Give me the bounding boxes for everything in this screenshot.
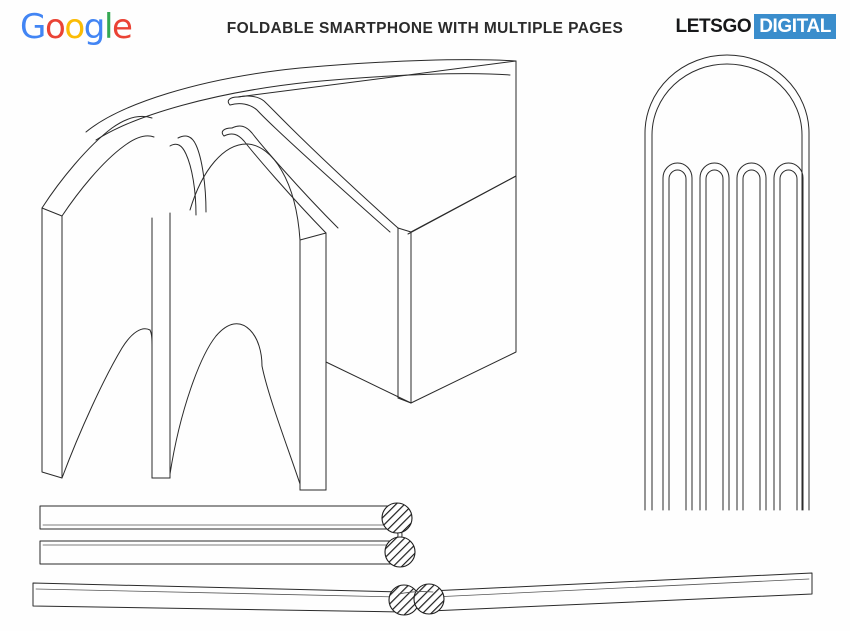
stack-fold-1-inner [668, 169, 687, 511]
leaf-4-upper-edge [237, 95, 399, 229]
closed-fold-loop-inner [388, 528, 399, 542]
closed-hinge-circle-top [381, 502, 413, 534]
logo-letter-g1: G [20, 7, 46, 47]
leaf-2-upper-edge [177, 135, 207, 213]
open-continuous-display-line [398, 591, 434, 595]
logo-letter-g2: g [83, 7, 106, 47]
google-logo: Google [20, 7, 133, 47]
letsgo-digital-logo[interactable]: LETSGO DIGITAL [675, 14, 836, 39]
open-hinge-circle-right [413, 583, 445, 615]
page-1-face [47, 115, 151, 479]
figure-side-view-closed [39, 502, 416, 568]
brand-letsgo-text: LETSGO [675, 15, 752, 37]
right-leaf-face [235, 57, 521, 405]
open-right-display-layer [432, 578, 810, 598]
leaf-1-outline [41, 207, 63, 479]
closed-upper-panel [39, 505, 393, 530]
stack-fold-1-outer [662, 162, 693, 511]
page-5-front-face [407, 60, 518, 403]
front-panel-3-outline [299, 232, 327, 491]
leaf-5-body [410, 60, 517, 404]
leaf-5-thickness-top [397, 227, 412, 233]
page-right-outline-lower [227, 63, 499, 104]
leaf-5-thickness-bottom [397, 397, 412, 404]
fold-arc-left-small [61, 328, 151, 479]
page-1-thickness [47, 207, 63, 479]
back-edge-diagonal [325, 361, 412, 404]
page-header: Google FOLDABLE SMARTPHONE WITH MULTIPLE… [0, 0, 850, 54]
logo-letter-l: l [103, 7, 113, 47]
brand-digital-text: DIGITAL [754, 14, 836, 39]
leaf-3-upper-edge [231, 125, 339, 229]
page-4-face [227, 99, 401, 405]
fold-arc-right [189, 143, 301, 241]
open-hinge-circle-left [388, 584, 420, 616]
leaf-1-top-fold-inner [61, 135, 155, 217]
leaf-5-outline [237, 60, 517, 235]
page-title: FOLDABLE SMARTPHONE WITH MULTIPLE PAGES [226, 20, 624, 37]
leaf-3-lower-edge [223, 133, 327, 234]
stack-outer-inner-wall [651, 63, 803, 511]
stack-fold-4-inner [779, 169, 798, 511]
page-right-outline [235, 57, 506, 97]
figure-cross-section-stack [644, 54, 810, 511]
stack-fold-3-outer [736, 162, 767, 511]
open-left-display-layer [35, 588, 400, 598]
leaf-4-tip-curve [227, 96, 239, 106]
open-right-slab [429, 572, 813, 612]
fold-arc-center [169, 323, 263, 475]
figure-main-open-book [18, 50, 538, 500]
page-3-face [159, 99, 301, 491]
figure-main-linework [41, 59, 517, 491]
center-panel-outline [151, 212, 171, 479]
page-4-thickness [399, 229, 412, 409]
fold-arc-center-right [261, 365, 301, 485]
leaf-2-lower-edge [169, 143, 197, 216]
stack-fold-2-outer [699, 162, 730, 511]
logo-letter-o1: o [44, 7, 66, 47]
spine-top-sweep-outer [85, 59, 517, 133]
stack-outer-outline [644, 54, 810, 511]
right-leaf-thickness [504, 57, 521, 353]
closed-lower-panel [39, 540, 393, 565]
figure-main-cleanup [18, 50, 538, 500]
leaf-1-top-fold [41, 115, 153, 209]
stack-fold-4-outer [773, 162, 804, 511]
page-5-top-edge [395, 57, 518, 235]
logo-letter-o2: o [64, 7, 85, 47]
figure-side-view-open [32, 572, 813, 616]
leaf-3-tip-curve [221, 127, 233, 137]
book-geometry [47, 57, 521, 491]
logo-letter-e: e [112, 7, 133, 47]
closed-hinge-circle-bottom [384, 536, 416, 568]
open-left-slab [32, 582, 403, 613]
right-leaf-bottom-edge [407, 351, 521, 405]
fold-arc-left-small-cap [149, 329, 153, 349]
leaf-4-lower-edge [229, 103, 391, 233]
stack-fold-3-inner [742, 169, 761, 511]
page-2-face [147, 117, 159, 479]
front-panel-3-thickness [299, 232, 327, 241]
closed-fold-loop-outer [388, 524, 403, 546]
stack-fold-2-inner [705, 169, 724, 511]
page-4-plane [235, 57, 506, 234]
spine-top-sweep-inner [95, 73, 511, 141]
